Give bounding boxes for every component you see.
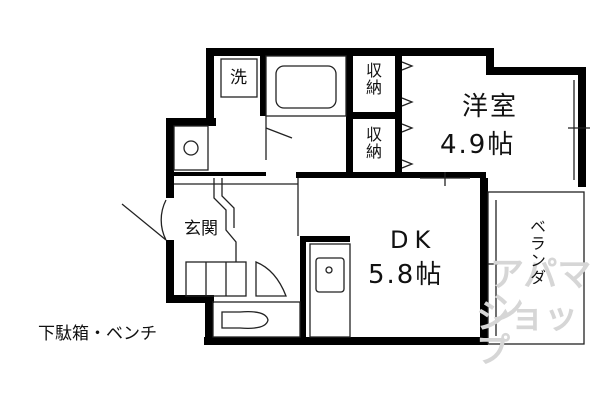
thin-lines [121, 55, 590, 345]
dk-room-name: DK [390, 226, 437, 254]
western-room-name: 洋室 [462, 92, 519, 122]
shoe-bench-label: 下駄箱・ベンチ [38, 324, 157, 344]
inner-walls [174, 56, 488, 345]
watermark-line2: ショップ [476, 297, 578, 371]
watermark: アパマン [490, 255, 592, 329]
entrance-label: 玄関 [184, 219, 218, 239]
storage-bottom-label: 収納 [363, 126, 382, 160]
dk-room-size: 5.8帖 [368, 260, 444, 290]
outer-walls [166, 48, 586, 345]
balcony-label: ベランダ [527, 218, 546, 286]
washer-label: 洗 [230, 68, 247, 88]
western-room-size: 4.9帖 [440, 130, 516, 160]
storage-top-label: 収納 [363, 62, 382, 96]
